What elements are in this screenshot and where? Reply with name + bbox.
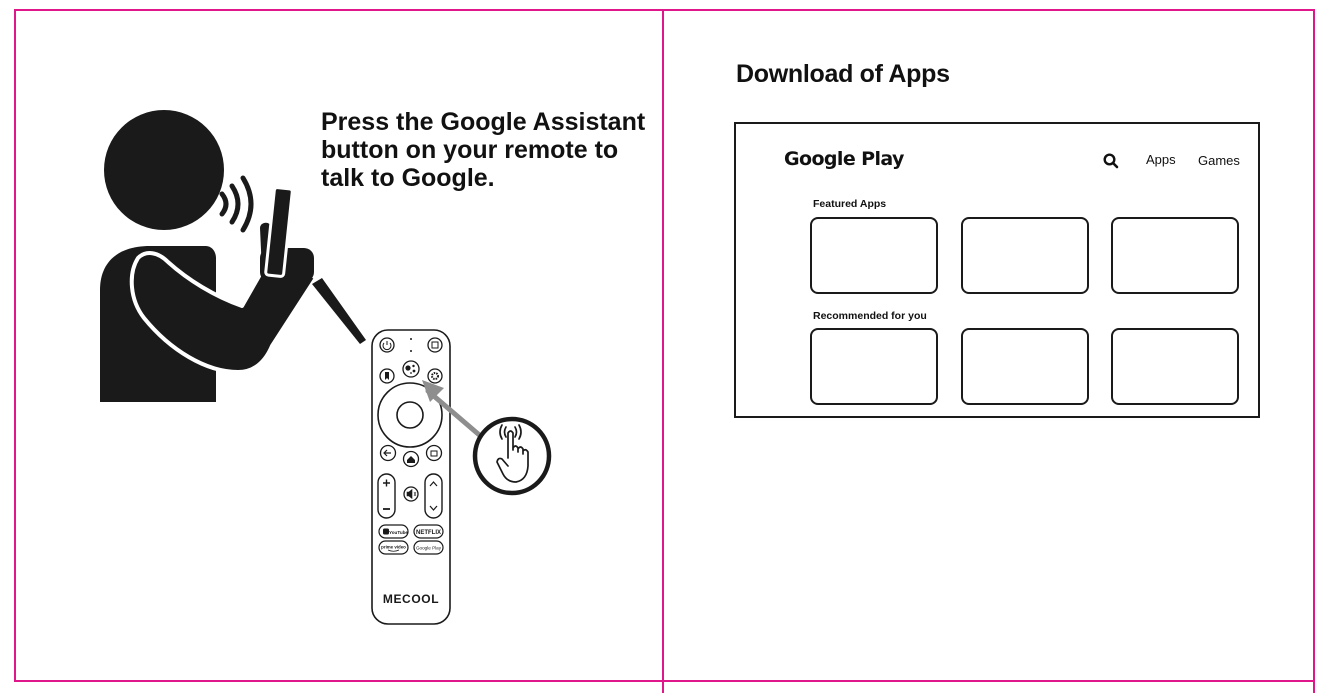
netflix-label: NETFLIX [416,530,441,536]
crop-guide-right [1313,9,1315,693]
power-icon [382,341,392,351]
remote-body [371,329,451,625]
pointing-arrow-icon [425,388,487,442]
pointer-wedge [312,278,366,344]
power-button[interactable] [379,337,395,353]
mute-icon [406,488,417,500]
google-play-screen: Google Play Apps Games Featured Apps Rec… [734,122,1260,418]
input-icon [431,341,439,349]
featured-apps-label: Featured Apps [813,198,887,210]
live-tv-icon [430,450,438,457]
channel-rocker[interactable] [424,473,443,519]
crop-guide-left [14,9,16,682]
remote-brand-logo: MECOOL [383,592,439,606]
nav-games[interactable]: Games [1198,153,1240,168]
youtube-label: YouTube [389,530,408,535]
dpad-ok-button[interactable] [396,401,424,429]
nav-apps[interactable]: Apps [1146,152,1176,167]
tap-indicator [472,416,552,496]
instruction-line-1: Press the Google Assistant [321,108,646,136]
held-remote-icon [264,186,294,278]
assistant-instruction: Press the Google Assistant button on you… [321,108,661,192]
featured-app-tile-3[interactable] [1111,217,1239,294]
instruction-line-3: talk to Google. [321,164,495,192]
google-play-button[interactable] [413,540,444,555]
google-play-remote-label: Google Play [416,546,442,551]
settings-button[interactable] [427,368,443,384]
person-head [104,110,224,230]
tapping-hand-icon [496,424,529,483]
person-speaking-illustration [100,110,366,402]
crop-guide-bottom [14,680,1315,682]
chevron-up-icon [429,481,438,487]
recommended-app-tile-3[interactable] [1111,328,1239,405]
live-tv-button[interactable] [425,444,443,462]
google-assistant-icon [405,364,416,374]
google-assistant-button[interactable] [402,360,420,378]
crop-guide-top [14,9,1315,11]
prime-video-label: prime video [381,545,406,550]
recommended-app-tile-1[interactable] [810,328,938,405]
youtube-icon [383,528,389,535]
youtube-button[interactable] [378,524,409,539]
bookmark-icon [385,372,389,380]
home-button[interactable] [402,450,420,468]
voice-waves-icon [219,175,254,233]
instruction-line-2: button on your remote to [321,136,619,164]
mute-button[interactable] [403,486,419,502]
remote-control-illustration: YouTube NETFLIX prime video Google Play … [371,329,552,625]
google-play-logo: Google Play [784,148,904,170]
featured-app-tile-1[interactable] [810,217,938,294]
crop-guide-middle [662,9,664,693]
input-button[interactable] [427,337,443,353]
netflix-button[interactable] [413,524,444,539]
recommended-label: Recommended for you [813,310,927,322]
prime-video-button[interactable] [378,540,409,555]
dpad-ring[interactable] [377,382,443,448]
home-icon [407,456,415,463]
chevron-down-icon [429,505,438,511]
back-button[interactable] [379,444,397,462]
back-arrow-icon [383,449,391,457]
arrowhead [422,380,444,402]
prime-smile-icon [387,549,400,552]
featured-app-tile-2[interactable] [961,217,1089,294]
settings-gear-icon [431,372,439,380]
recommended-app-tile-2[interactable] [961,328,1089,405]
plus-icon [383,479,390,487]
search-icon[interactable] [1102,152,1120,170]
volume-rocker[interactable] [377,473,396,519]
download-apps-title: Download of Apps [736,60,950,88]
bookmark-button[interactable] [379,368,395,384]
